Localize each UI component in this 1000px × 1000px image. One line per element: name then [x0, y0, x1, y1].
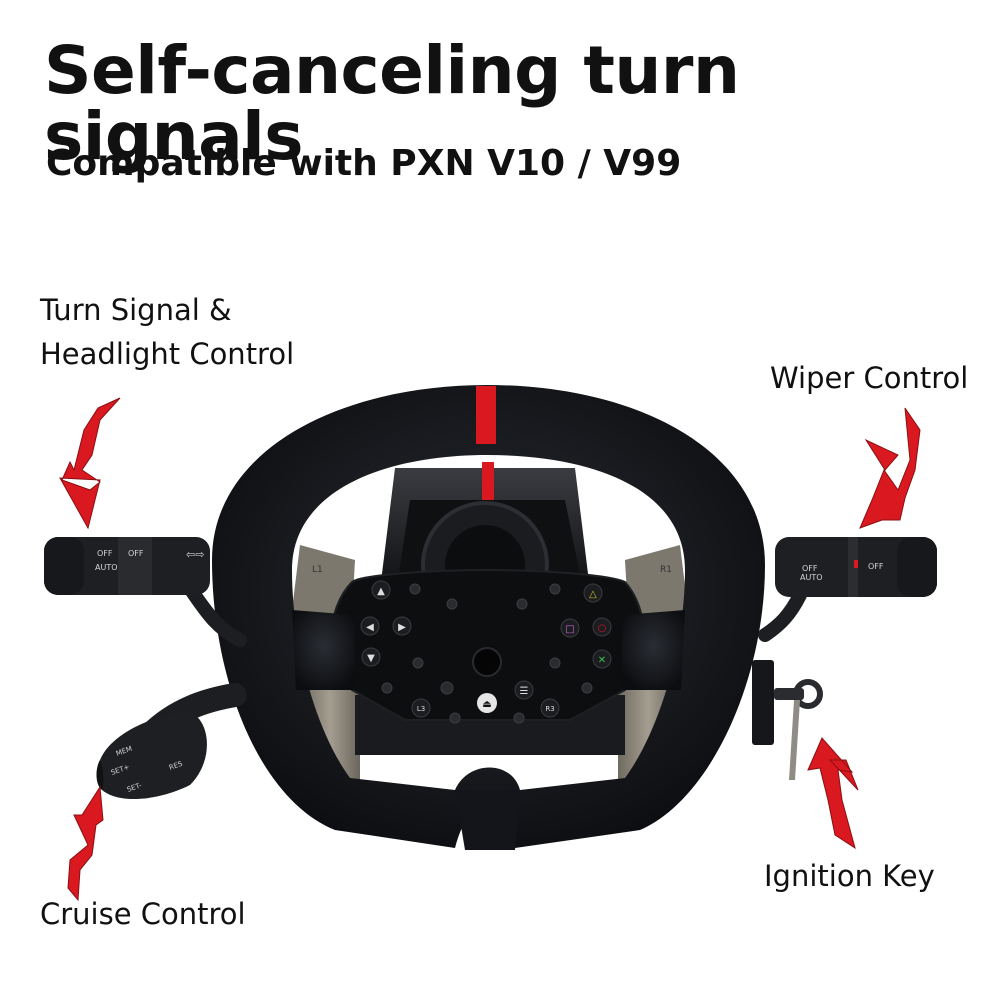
svg-text:R3: R3: [545, 705, 554, 713]
arrow-wiper: [859, 407, 921, 529]
cruise-control-label: Cruise Control: [40, 897, 246, 931]
ignition-switch: [752, 660, 823, 780]
turn-stalk-text-off: OFF: [97, 549, 113, 558]
turn-stalk-text-off2: OFF: [128, 549, 144, 558]
wiper-stalk: OFF AUTO OFF: [758, 537, 937, 642]
turn-signal-label-line2: Headlight Control: [40, 337, 295, 371]
button-left: ◀: [360, 616, 380, 636]
svg-text:✕: ✕: [598, 655, 606, 666]
button-l3: L3: [411, 698, 431, 718]
wiper-stalk-text-off2: OFF: [868, 562, 884, 571]
svg-text:L3: L3: [417, 705, 425, 713]
button-circle: ○: [592, 617, 612, 637]
svg-text:□: □: [565, 624, 574, 635]
button-r3: R3: [540, 698, 560, 718]
svg-text:☰: ☰: [520, 686, 529, 697]
turn-arrows-icon: ⇦⇨: [186, 548, 204, 561]
turn-signal-label-line1: Turn Signal &: [40, 293, 232, 327]
svg-text:◀: ◀: [366, 622, 374, 633]
button-down: ▼: [361, 647, 381, 667]
button-up: ▲: [371, 580, 391, 600]
svg-text:▼: ▼: [367, 653, 375, 664]
paddle-label-r1: R1: [660, 565, 672, 575]
button-share: ⏏: [477, 693, 497, 713]
arrow-ignition: [807, 737, 859, 850]
cruise-control-stalk: MEM SET+ SET- RES: [96, 683, 247, 800]
wiper-stalk-text-auto: AUTO: [800, 573, 823, 582]
turn-signal-headlight-label: Turn Signal & Headlight Control: [40, 288, 294, 376]
svg-text:△: △: [589, 589, 597, 600]
wiper-control-label: Wiper Control: [770, 361, 969, 395]
callout-arrows: [59, 397, 921, 902]
button-cross: ✕: [592, 649, 612, 669]
svg-text:▲: ▲: [377, 586, 385, 597]
steering-wheel: [212, 385, 765, 850]
svg-text:○: ○: [598, 623, 607, 634]
button-triangle: △: [583, 583, 603, 603]
button-menu: ☰: [514, 680, 534, 700]
wheel-buttons: ▲ ◀ ▶ ▼ △ ○ ✕ □ L3 R3 ☰ ⏏: [360, 580, 612, 724]
turn-signal-stalk: OFF AUTO OFF ⇦⇨: [44, 537, 247, 647]
turn-stalk-text-auto: AUTO: [95, 563, 118, 572]
page-title: Self-canceling turn signals: [44, 32, 740, 175]
arrow-cruise: [67, 785, 104, 902]
wiper-stalk-text-off: OFF: [802, 564, 818, 573]
arrow-turn-signal: [59, 397, 121, 530]
svg-text:⏏: ⏏: [482, 699, 491, 710]
page-subtitle: Compatible with PXN V10 / V99: [46, 143, 682, 184]
paddle-label-l1: L1: [312, 565, 323, 575]
button-right: ▶: [392, 616, 412, 636]
button-square: □: [560, 618, 580, 638]
ignition-key-label: Ignition Key: [764, 859, 935, 893]
svg-text:▶: ▶: [398, 622, 406, 633]
